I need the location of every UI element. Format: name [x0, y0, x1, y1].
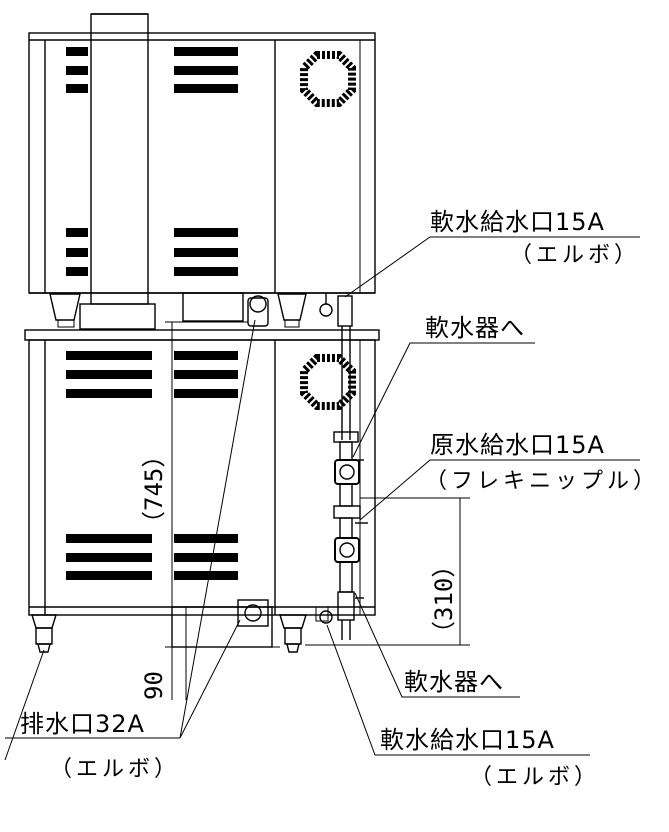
label-drain-note: （エルボ）: [50, 757, 180, 782]
label-raw-water-inlet-note: （フレキニップル）: [425, 469, 659, 494]
label-to-softener-bottom: 軟水器へ: [404, 668, 504, 696]
label-drain: 排水口32A: [20, 710, 145, 738]
stack-plate: [24, 329, 380, 341]
dimension-310: [305, 497, 470, 646]
label-soft-water-inlet-bottom: 軟水給水口15A: [380, 726, 555, 754]
label-soft-water-inlet-top: 軟水給水口15A: [430, 208, 605, 236]
dimension-310-label: （310）: [430, 554, 458, 645]
label-raw-water-inlet: 原水給水口15A: [430, 431, 605, 459]
lower-unit: [28, 339, 376, 653]
label-soft-water-inlet-top-note: （エルボ）: [510, 243, 640, 268]
upper-drain-elbow: [170, 295, 269, 327]
dimension-90-label: 90: [140, 671, 168, 700]
label-soft-water-inlet-bottom-note: （エルボ）: [470, 765, 600, 790]
flue-duct: [90, 13, 149, 305]
dimension-745-label: （745）: [140, 444, 168, 535]
upper-unit: [28, 13, 376, 330]
label-to-softener-top: 軟水器へ: [425, 314, 525, 342]
gauge-lower: [300, 354, 356, 410]
gauge-upper: [300, 51, 356, 107]
leader-lines: [4, 236, 640, 761]
vent-grilles-lower: [66, 351, 238, 580]
piping-assembly: [319, 293, 368, 640]
dimension-90: [165, 607, 280, 700]
vent-grilles-upper: [66, 47, 238, 276]
